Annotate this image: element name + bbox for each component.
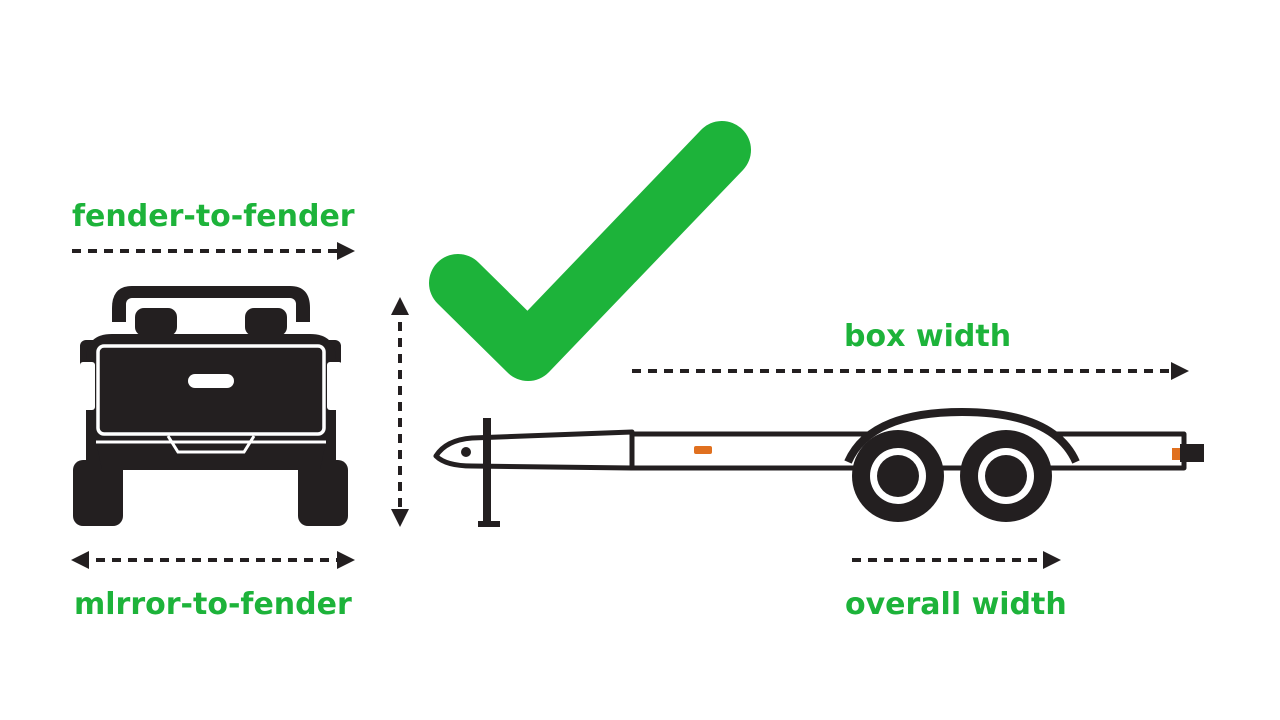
fender-to-fender-label: fender-to-fender <box>72 199 355 234</box>
trailer-side-icon <box>433 408 1204 527</box>
check-icon <box>429 121 751 381</box>
truck-rear-icon <box>73 286 348 526</box>
box-width-label: box width <box>844 319 1011 354</box>
mirror-to-fender-label: mlrror-to-fender <box>74 587 352 622</box>
overall-width-label: overall width <box>845 587 1067 622</box>
